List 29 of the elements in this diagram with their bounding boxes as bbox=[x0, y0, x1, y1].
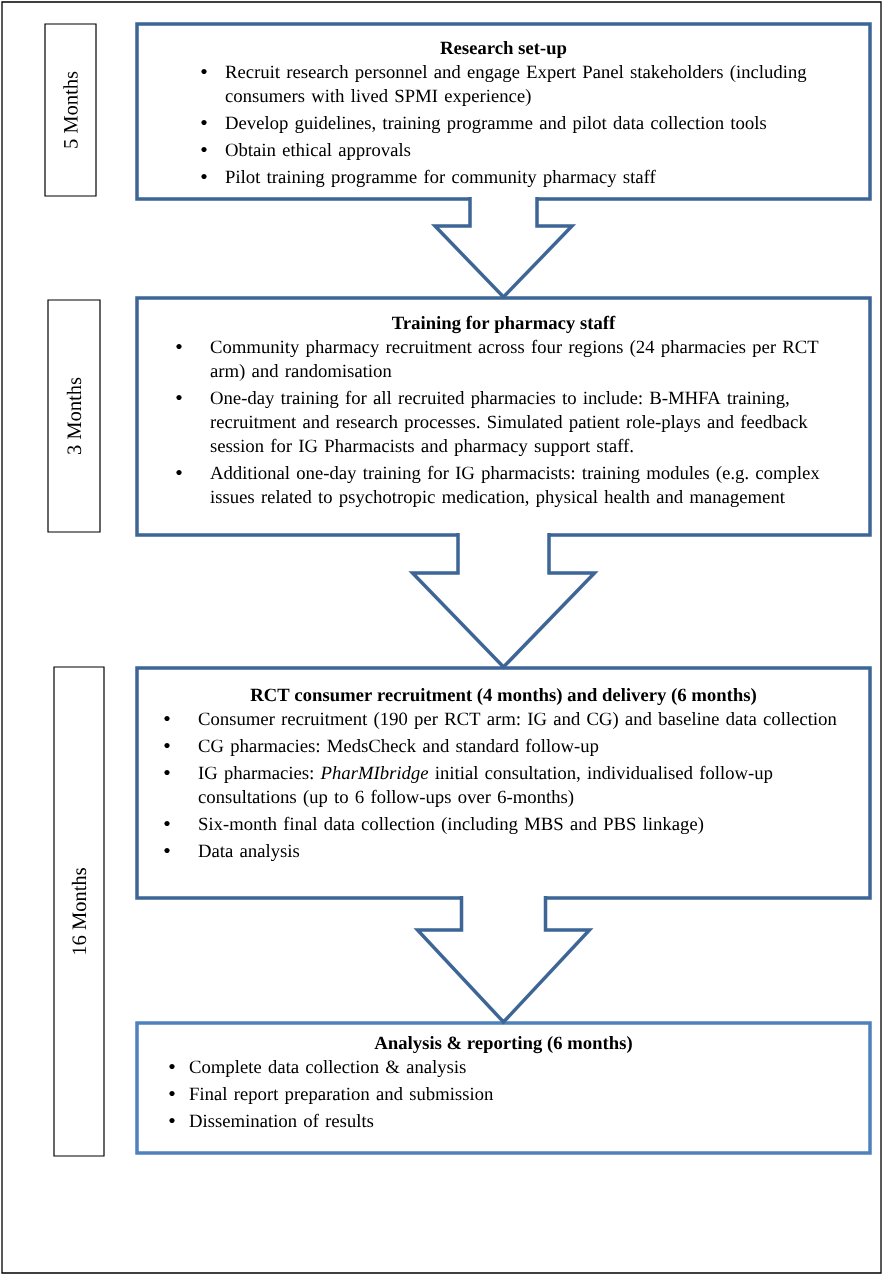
process-box bbox=[135, 22, 872, 201]
box-heading: Research set-up bbox=[440, 41, 567, 58]
block-arrow bbox=[413, 894, 594, 1025]
duration-box: 16 Months bbox=[53, 666, 105, 1157]
block-arrow bbox=[430, 195, 577, 300]
bullet-text: One-day training for all recruited pharmacies to include: B-MHFA training, recruitment and research processes. Simulated patient role-plays and feedback session for IG Pharmacists and pharmacy support staff. bbox=[210, 390, 808, 457]
bullet-text: CG pharmacies: MedsCheck and standard follow-up bbox=[198, 738, 599, 756]
bullet-text: Dissemination of results bbox=[189, 1113, 374, 1128]
bullet-text: Additional one-day training for IG pharmacists: training modules (e.g. complex issues related to psychotropic medication, physical health and management bbox=[210, 465, 820, 508]
bullet-text: Data analysis bbox=[198, 844, 300, 862]
box-heading: RCT consumer recruitment (4 months) and delivery (6 months) bbox=[250, 688, 756, 706]
process-box bbox=[135, 666, 872, 900]
bullet-text: Community pharmacy recruitment across four regions (24 pharmacies per RCT arm) and randomisation bbox=[210, 339, 819, 381]
duration-box: 5 Months bbox=[44, 23, 97, 197]
bullet-text: IG pharmacies: PharMIbridge initial consultation, individualised follow-up consultations (up to 6 follow-ups over 6-months) bbox=[198, 765, 773, 807]
bullet-text: Consumer recruitment (190 per RCT arm: IG and CG) and baseline data collection bbox=[198, 712, 837, 729]
bullet-text: Six-month final data collection (including MBS and PBS linkage) bbox=[199, 816, 704, 835]
process-box bbox=[135, 1021, 872, 1155]
bullet-text: Final report preparation and submission bbox=[189, 1087, 494, 1104]
process-box bbox=[135, 296, 872, 537]
bullet-text: Develop guidelines, training programme and pilot data collection tools bbox=[225, 116, 767, 134]
bullet-text: Complete data collection & analysis bbox=[189, 1060, 466, 1078]
bullet-text: Recruit research personnel and engage Expert Panel stakeholders (including consumers with lived SPMI experience) bbox=[225, 65, 807, 106]
duration-box: 3 Months bbox=[47, 299, 101, 533]
box-heading: Training for pharmacy staff bbox=[392, 315, 616, 334]
bullet-text: Pilot training programme for community pharmacy staff bbox=[225, 169, 656, 188]
box-heading: Analysis & reporting (6 months) bbox=[374, 1036, 632, 1054]
block-arrow bbox=[408, 531, 599, 670]
bullet-text: Obtain ethical approvals bbox=[225, 143, 411, 160]
